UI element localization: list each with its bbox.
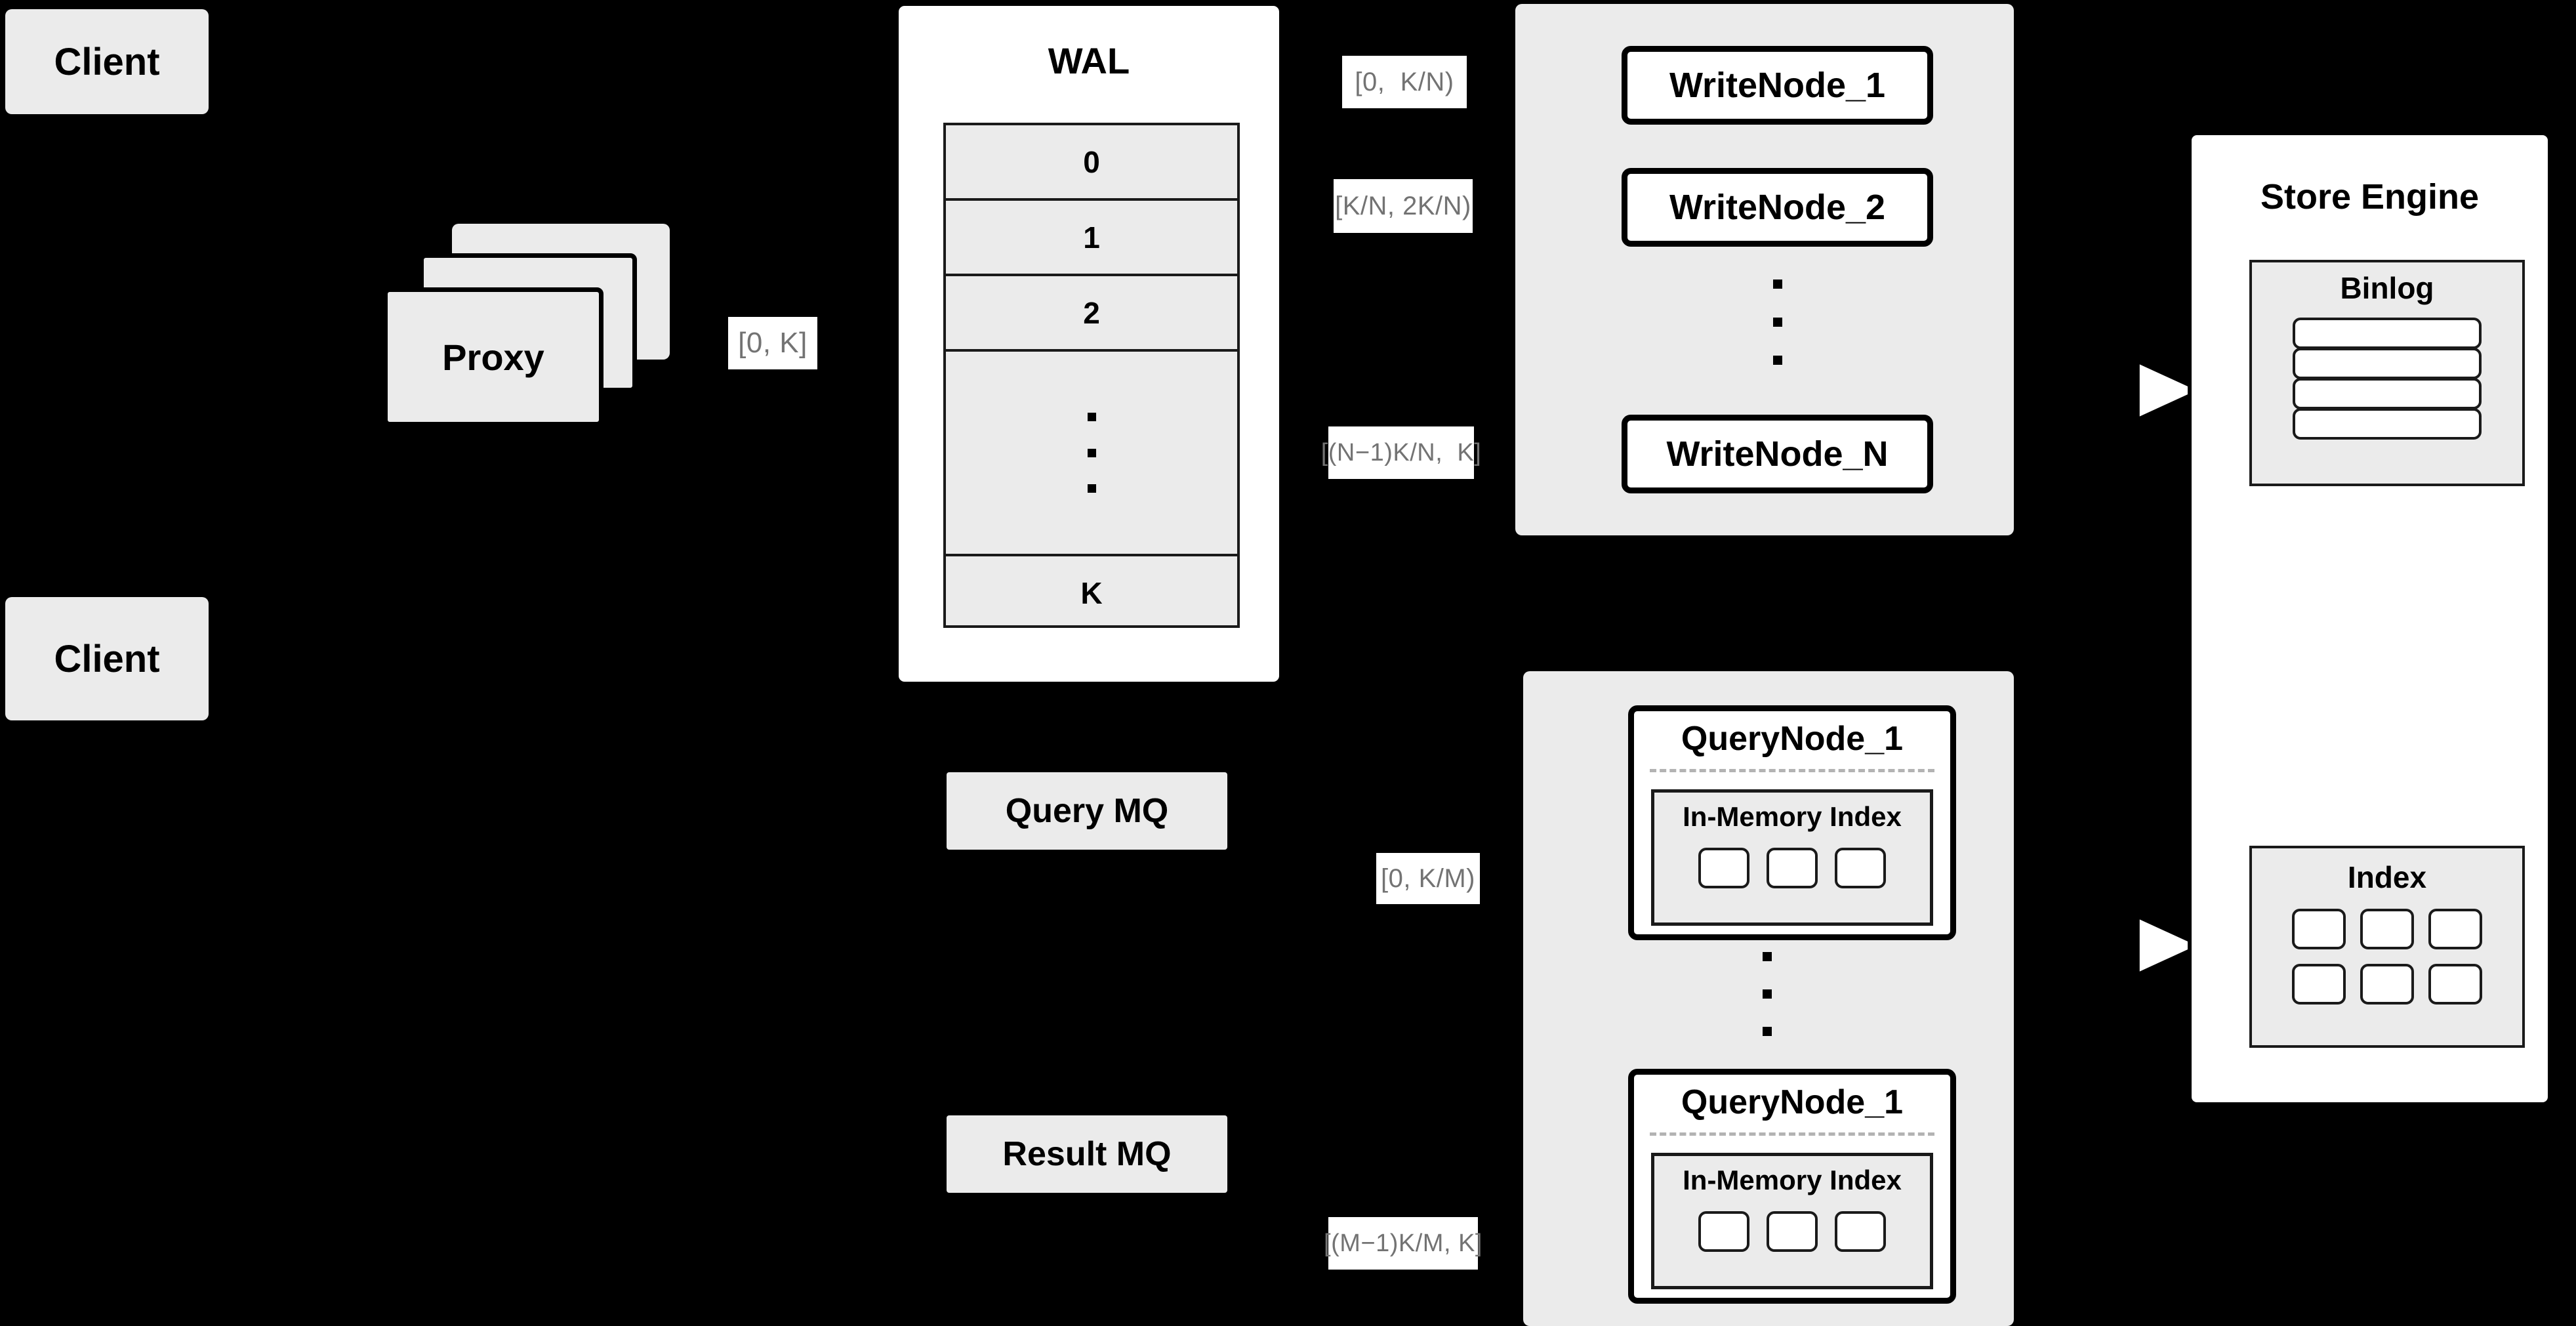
query-node-1-index-cell-1 (1698, 848, 1749, 888)
result-mq-label: Result MQ (1002, 1135, 1172, 1173)
wal-row-ellipsis (946, 352, 1237, 556)
query-node-1-index-cell-3 (1835, 848, 1886, 888)
wal-row-1: 1 (946, 201, 1237, 276)
binlog-box: Binlog (2249, 260, 2525, 486)
write-node-2[interactable]: WriteNode_2 (1622, 168, 1933, 247)
write-node-n[interactable]: WriteNode_N (1622, 415, 1933, 493)
proxy-label: Proxy (442, 336, 544, 378)
edge-label-writenode-n-text: [(N−1)K/N, K] (1320, 438, 1482, 466)
client-node-1[interactable]: Client (5, 9, 209, 114)
query-node-2[interactable]: QueryNode_1 In-Memory Index (1628, 1069, 1956, 1304)
query-node-2-in-memory-index: In-Memory Index (1651, 1153, 1933, 1289)
query-node-2-in-memory-index-title: In-Memory Index (1654, 1156, 1930, 1205)
edge-label-querynode-last: [(M−1)K/M, K] (1324, 1217, 1482, 1270)
wal-row-0-label: 0 (1083, 144, 1100, 179)
store-engine-panel: Store Engine Binlog Index (2188, 131, 2552, 1106)
wal-entry-table: 0 1 2 K (943, 123, 1240, 628)
wal-row-2-label: 2 (1083, 295, 1100, 330)
edge-label-writenode-1-text: [0, K/N) (1355, 67, 1454, 96)
wal-vertical-ellipsis-icon (1087, 413, 1096, 493)
query-node-1-index-cell-2 (1767, 848, 1818, 888)
index-cell-r1c1 (2292, 909, 2346, 949)
result-mq-node[interactable]: Result MQ (947, 1115, 1227, 1193)
index-cell-r2c3 (2428, 964, 2482, 1005)
wal-title-text: WAL (1048, 39, 1130, 81)
binlog-bar-2 (2293, 348, 2482, 379)
edge-label-writenode-2: [K/N, 2K/N) (1334, 179, 1473, 233)
binlog-title-text: Binlog (2340, 271, 2434, 305)
query-node-1-title-text: QueryNode_1 (1681, 720, 1904, 758)
query-node-2-divider (1650, 1132, 1934, 1136)
index-cell-r1c2 (2360, 909, 2414, 949)
proxy-card-front[interactable]: Proxy (383, 287, 603, 426)
edge-label-writenode-n: [(N−1)K/N, K] (1321, 426, 1481, 479)
index-title-text: Index (2347, 860, 2427, 894)
query-node-2-title: QueryNode_1 (1634, 1075, 1950, 1130)
write-node-n-label: WriteNode_N (1666, 434, 1889, 474)
index-cell-r2c2 (2360, 964, 2414, 1005)
index-title: Index (2252, 848, 2522, 906)
query-node-1-in-memory-index-title: In-Memory Index (1654, 793, 1930, 841)
query-node-2-title-text: QueryNode_1 (1681, 1083, 1904, 1121)
edge-label-querynode-last-text: [(M−1)K/M, K] (1324, 1229, 1482, 1257)
edge-label-querynode-first: [0, K/M) (1376, 853, 1480, 904)
write-node-1[interactable]: WriteNode_1 (1622, 46, 1933, 125)
query-node-2-index-cell-3 (1835, 1211, 1886, 1252)
query-cluster-panel: QueryNode_1 In-Memory Index (1523, 671, 2014, 1326)
query-node-1-in-memory-index: In-Memory Index (1651, 789, 1933, 926)
query-node-1-in-memory-index-title-text: In-Memory Index (1683, 801, 1902, 832)
query-node-1-title: QueryNode_1 (1634, 711, 1950, 766)
query-node-2-index-cell-1 (1698, 1211, 1749, 1252)
wal-row-k: K (946, 556, 1237, 630)
index-cell-r1c3 (2428, 909, 2482, 949)
proxy-stack[interactable]: Proxy (380, 203, 695, 433)
binlog-title: Binlog (2252, 262, 2522, 314)
wal-panel: WAL 0 1 2 K (895, 3, 1282, 685)
write-node-2-label: WriteNode_2 (1669, 188, 1886, 227)
query-cluster-vertical-ellipsis-icon (1761, 952, 1774, 1036)
edge-label-querynode-first-text: [0, K/M) (1380, 863, 1476, 893)
write-node-1-label: WriteNode_1 (1669, 66, 1886, 105)
store-engine-title-text: Store Engine (2260, 177, 2480, 217)
wal-row-2: 2 (946, 276, 1237, 352)
query-node-1-divider (1650, 769, 1934, 772)
write-cluster-vertical-ellipsis-icon (1771, 280, 1784, 365)
binlog-bar-3 (2293, 378, 2482, 409)
query-mq-label: Query MQ (1005, 792, 1169, 830)
write-cluster-panel: WriteNode_1 WriteNode_2 WriteNode_N (1515, 4, 2014, 535)
client-node-2[interactable]: Client (5, 597, 209, 720)
index-box: Index (2249, 846, 2525, 1048)
query-mq-node[interactable]: Query MQ (947, 772, 1227, 850)
wal-row-0: 0 (946, 125, 1237, 201)
binlog-bar-1 (2293, 318, 2482, 349)
query-node-1[interactable]: QueryNode_1 In-Memory Index (1628, 705, 1956, 940)
edge-label-proxy-to-wal: [0, K] (728, 317, 817, 369)
index-cell-r2c1 (2292, 964, 2346, 1005)
wal-row-k-label: K (1080, 576, 1103, 610)
edge-label-writenode-2-text: [K/N, 2K/N) (1335, 191, 1471, 220)
wal-row-1-label: 1 (1083, 220, 1100, 255)
client-node-2-label: Client (54, 637, 160, 680)
edge-label-writenode-1: [0, K/N) (1342, 56, 1467, 108)
client-node-1-label: Client (54, 40, 160, 83)
wal-title: WAL (899, 37, 1279, 83)
query-node-2-in-memory-index-title-text: In-Memory Index (1683, 1165, 1902, 1195)
store-engine-title: Store Engine (2192, 173, 2548, 220)
query-node-2-index-cell-2 (1767, 1211, 1818, 1252)
binlog-bar-4 (2293, 408, 2482, 440)
edge-label-proxy-to-wal-text: [0, K] (738, 327, 808, 359)
